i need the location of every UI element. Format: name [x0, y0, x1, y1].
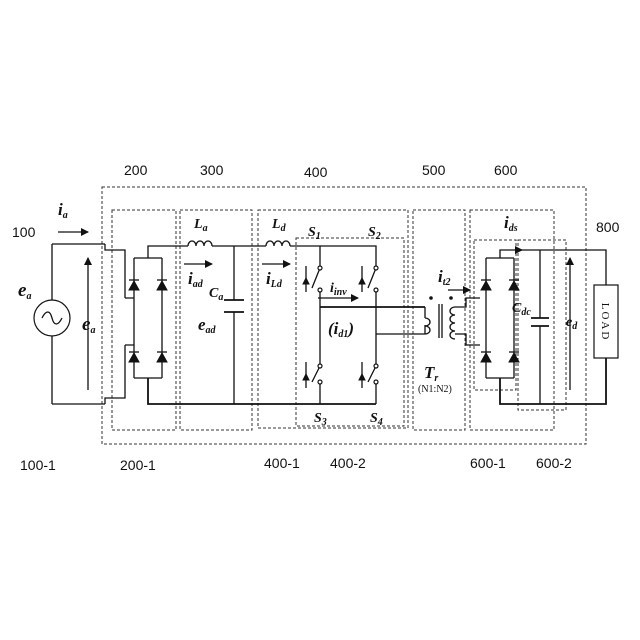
- symbol-ead: ead: [198, 315, 217, 336]
- load-label: LOAD: [599, 303, 611, 342]
- switch-s4-icon: [359, 358, 378, 390]
- label-100: 100: [12, 224, 36, 240]
- current-voltage-arrows: [58, 232, 570, 390]
- outline-300: [180, 210, 252, 430]
- label-600: 600: [494, 162, 518, 178]
- diode-icon: [481, 353, 491, 362]
- symbol-ld: Ld: [271, 217, 287, 234]
- symbol-ed: ed: [566, 315, 578, 332]
- label-400-2: 400-2: [330, 455, 366, 471]
- symbol-ia: ia: [58, 200, 68, 221]
- outline-600-3: [518, 240, 566, 410]
- label-600-1: 600-1: [470, 455, 506, 471]
- symbol-iad: iad: [188, 269, 204, 290]
- label-600-2: 600-2: [536, 455, 572, 471]
- label-100-1: 100-1: [20, 457, 56, 473]
- diode-icon: [129, 353, 139, 362]
- symbol-s1: S1: [308, 225, 321, 242]
- symbol-cdc: Cdc: [512, 301, 531, 318]
- inverter-switches: [303, 258, 378, 390]
- symbol-it2: it2: [438, 267, 451, 288]
- symbol-id1: (id1): [328, 319, 354, 340]
- label-200-1: 200-1: [120, 457, 156, 473]
- outline-200-1: [112, 210, 176, 430]
- diode-icon: [129, 281, 139, 290]
- symbol-s4: S4: [370, 411, 383, 428]
- label-200: 200: [124, 162, 148, 178]
- turns-ratio: (N1:N2): [418, 384, 452, 395]
- transformer-icon: [425, 296, 455, 339]
- symbol-tr: Tr: [424, 363, 438, 384]
- symbol-la: La: [193, 217, 208, 234]
- switch-s3-icon: [303, 358, 322, 390]
- symbol-ea-source: ea: [18, 280, 31, 302]
- symbol-ca: Ca: [209, 286, 223, 303]
- symbol-iinv: iinv: [330, 281, 347, 298]
- outline-600-2: [474, 240, 516, 390]
- label-300: 300: [200, 162, 224, 178]
- label-400-1: 400-1: [264, 455, 300, 471]
- label-500: 500: [422, 162, 446, 178]
- switch-s1-icon: [303, 258, 322, 300]
- symbol-ea-voltage: ea: [82, 314, 95, 336]
- ac-source-icon: [34, 300, 70, 336]
- inductor-la-icon: [188, 241, 212, 246]
- capacitor-ca-icon: [224, 300, 244, 312]
- diode-icon: [481, 281, 491, 290]
- output-rectifier-diodes: [481, 280, 519, 362]
- symbol-ild: iLd: [266, 269, 283, 290]
- capacitor-cdc-icon: [531, 318, 549, 326]
- switch-s2-icon: [359, 258, 378, 300]
- diode-icon: [157, 281, 167, 290]
- inductor-ld-icon: [266, 241, 290, 246]
- symbol-ids: ids: [504, 213, 518, 234]
- diode-icon: [157, 353, 167, 362]
- input-rectifier-diodes: [129, 280, 167, 362]
- label-800: 800: [596, 219, 620, 235]
- outline-600-1: [470, 210, 554, 430]
- symbol-s3: S3: [314, 411, 327, 428]
- label-400: 400: [304, 164, 328, 180]
- symbol-s2: S2: [368, 225, 381, 242]
